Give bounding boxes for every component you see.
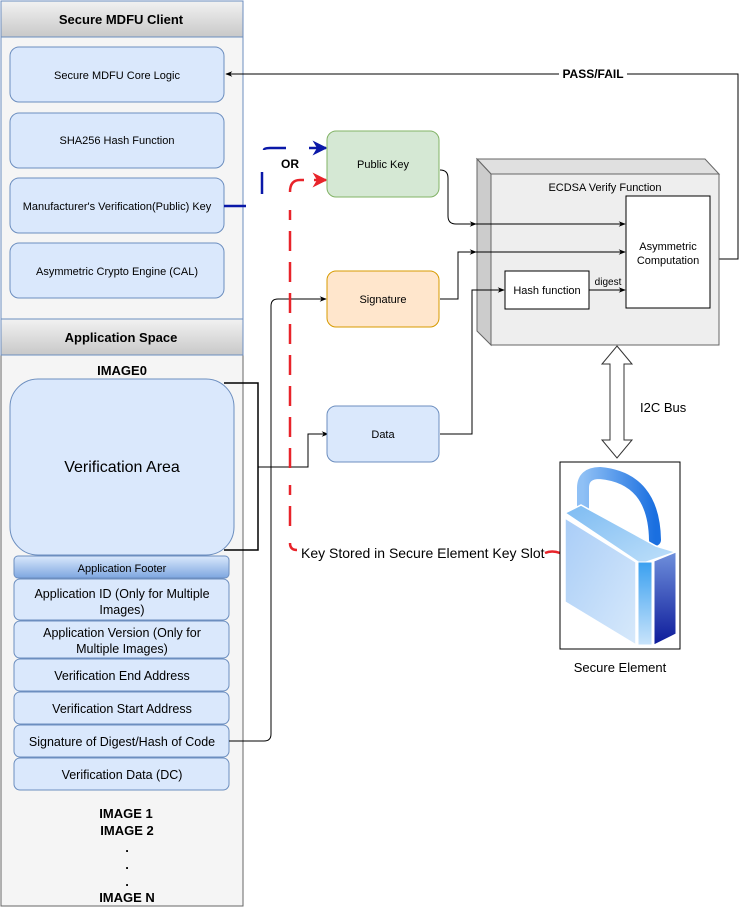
application-footer-label: Application Footer [78,563,167,575]
footer-item-label: Verification Data (DC) [62,768,183,782]
imagen-label: IMAGE N [99,890,155,905]
ecdsa-internal-arrows [470,221,626,345]
client-item-sha256[interactable] [9,112,225,169]
i2c-bus-arrow [600,345,634,459]
ellipsis-dot: . [125,874,129,889]
signature-connector [229,296,327,742]
data-internal-connector [471,287,505,345]
footer-item-label: Verification End Address [54,669,190,683]
ellipsis-dot: . [125,857,129,872]
public-key-label: Public Key [357,159,409,171]
footer-item-verification-data[interactable] [13,757,230,791]
public-key-to-ecdsa-connector [439,169,477,227]
signature-to-ecdsa-connector [440,249,477,300]
client-item-crypto-engine[interactable] [9,242,225,299]
footer-item-label: Images) [99,603,144,617]
footer-item-label: Signature of Digest/Hash of Code [29,735,215,749]
footer-item-label: Multiple Images) [76,642,168,656]
client-item-label: Manufacturer's Verification(Public) Key [23,201,212,213]
client-panel-title: Secure MDFU Client [59,12,184,27]
verification-area-label: Verification Area [64,459,180,476]
hash-function-box[interactable] [504,270,590,310]
data-label: Data [371,429,395,441]
asymmetric-computation-label: Computation [637,255,699,267]
signature-label: Signature [359,294,406,306]
data-box[interactable] [326,405,440,463]
app-space-header [0,318,244,356]
red-slot-link [544,550,561,555]
client-item-core-logic[interactable] [9,46,225,103]
client-item-label: SHA256 Hash Function [60,135,175,147]
app-space-title: Application Space [65,330,178,345]
app-space-panel: Application Space IMAGE0 Verification Ar… [0,318,244,907]
client-panel-header [0,0,244,38]
manufacturer-key-path [224,140,328,208]
image2-label: IMAGE 2 [100,823,153,838]
footer-item-verification-end-address[interactable] [13,658,230,692]
padlock-icon [563,466,679,647]
ecdsa-box-top [475,158,721,175]
image0-label: IMAGE0 [97,363,147,378]
hash-function-label: Hash function [513,285,580,297]
or-label: OR [281,157,299,171]
red-dash [288,178,304,193]
footer-item-label: Application ID (Only for Multiple [34,587,209,601]
footer-item-application-id[interactable] [13,578,230,621]
client-item-label: Asymmetric Crypto Engine (CAL) [36,266,198,278]
secure-element-key-path [288,172,561,555]
image1-label: IMAGE 1 [99,806,152,821]
asymmetric-computation-box[interactable] [625,195,711,309]
blue-dash [262,146,286,151]
i2c-bus-label: I2C Bus [640,400,687,415]
secure-element-label: Secure Element [574,660,667,675]
pass-fail-label: PASS/FAIL [562,67,623,81]
public-key-box[interactable] [326,130,440,198]
client-item-label: Secure MDFU Core Logic [54,70,180,82]
ecdsa-title: ECDSA Verify Function [548,182,661,194]
red-dash [288,542,298,552]
key-slot-label: Key Stored in Secure Element Key Slot [301,545,545,561]
footer-item-label: Application Version (Only for [43,626,201,640]
ellipsis-dot: . [125,840,129,855]
data-connector [258,431,329,468]
secure-element[interactable] [559,461,681,650]
signature-box[interactable] [326,270,440,328]
footer-item-verification-start-address[interactable] [13,691,230,725]
pass-fail-connector [225,71,739,260]
client-panel: Secure MDFU Client Secure MDFU Core Logi… [0,0,244,320]
footer-item-label: Verification Start Address [52,702,192,716]
pass-fail-label-bg [559,66,627,81]
verification-area[interactable] [9,378,235,556]
application-footer[interactable] [13,555,230,579]
asymmetric-computation-label: Asymmetric [639,241,697,253]
digest-label: digest [595,277,622,288]
footer-item-application-version[interactable] [13,620,230,659]
